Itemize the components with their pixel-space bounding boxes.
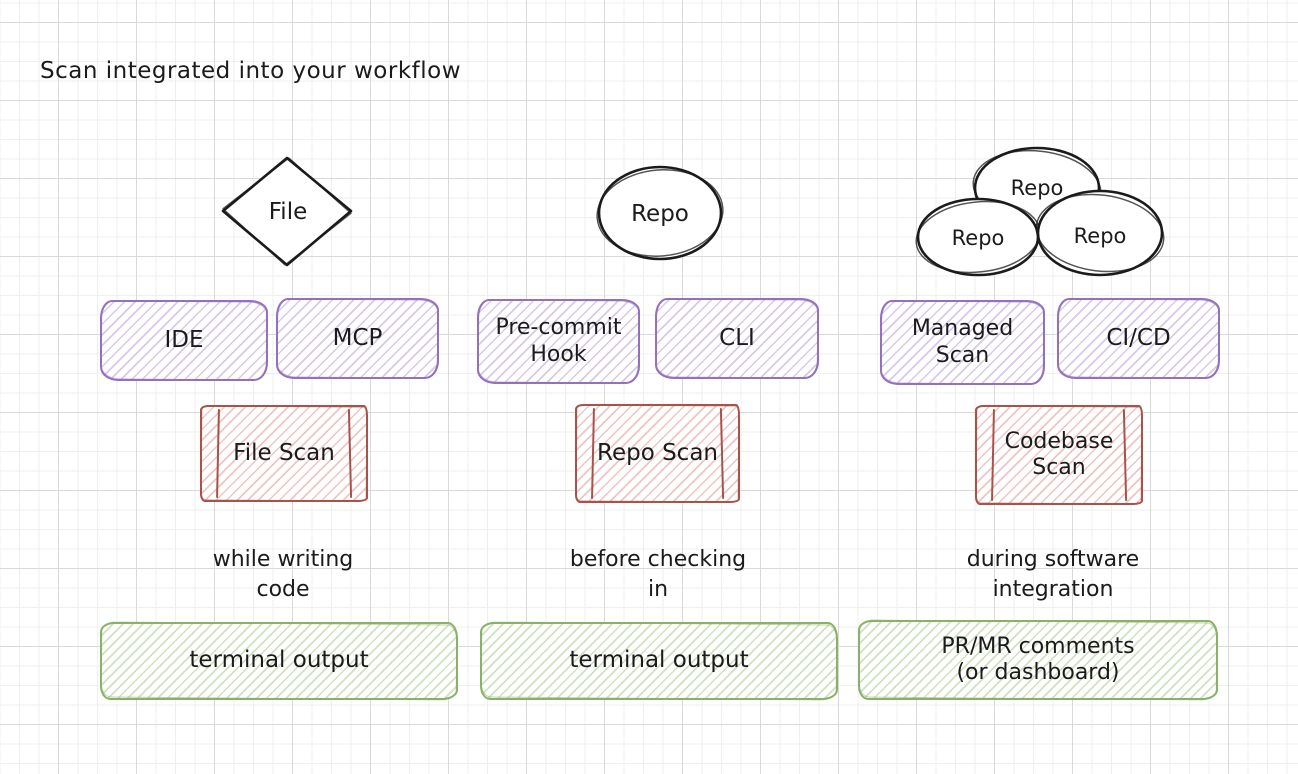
file-diamond-label: File (268, 199, 308, 225)
file-diamond: File (218, 153, 358, 271)
caption-before-checking-in: before checking in (569, 547, 747, 602)
repo-cluster-label-bottom-right: Repo (1073, 224, 1127, 248)
pre-commit-hook-box: Pre-commit Hook (477, 299, 640, 384)
cicd-box: CI/CD (1057, 298, 1220, 379)
repo-cluster-label-bottom-left: Repo (951, 226, 1005, 250)
mcp-box: MCP (276, 298, 439, 379)
codebase-scan-box: Codebase Scan (975, 405, 1143, 505)
managed-scan-label: Managed Scan (911, 316, 1014, 368)
repo-scan-box: Repo Scan (575, 404, 740, 503)
codebase-scan-label: Codebase Scan (1004, 428, 1114, 480)
terminal-output-label-middle: terminal output (569, 647, 749, 674)
pr-mr-comments-box: PR/MR comments (or dashboard) (858, 620, 1218, 700)
right-strut-line (1122, 408, 1128, 502)
cicd-box-label: CI/CD (1106, 324, 1171, 351)
cli-box-label: CLI (719, 324, 755, 351)
ide-box-label: IDE (164, 326, 204, 353)
terminal-output-box-middle: terminal output (480, 622, 838, 700)
left-strut-line (991, 408, 996, 502)
file-scan-box: File Scan (200, 405, 368, 502)
cli-box: CLI (655, 298, 819, 379)
left-strut-line (216, 408, 221, 499)
pre-commit-hook-label: Pre-commit Hook (495, 315, 622, 367)
repo-cluster: Repo Repo Repo (910, 143, 1172, 279)
right-strut-line (719, 407, 725, 500)
file-scan-label: File Scan (233, 439, 335, 466)
repo-scan-label: Repo Scan (597, 439, 718, 466)
left-strut-line (591, 407, 596, 500)
repo-ellipse-label: Repo (631, 201, 689, 227)
right-strut-line (347, 408, 353, 499)
mcp-box-label: MCP (332, 324, 383, 351)
terminal-output-box-left: terminal output (100, 622, 458, 700)
ide-box: IDE (100, 300, 268, 381)
caption-while-writing-code: while writing code (212, 547, 354, 602)
repo-ellipse: Repo (593, 161, 727, 265)
repo-cluster-label-top: Repo (1010, 176, 1064, 200)
managed-scan-box: Managed Scan (880, 300, 1045, 385)
caption-during-software-integration: during software integration (966, 547, 1140, 602)
diagram-title: Scan integrated into your workflow (40, 58, 462, 84)
repo-cluster-bottom-right (1035, 189, 1165, 277)
pr-mr-comments-label: PR/MR comments (or dashboard) (941, 633, 1135, 685)
terminal-output-label-left: terminal output (189, 647, 369, 674)
